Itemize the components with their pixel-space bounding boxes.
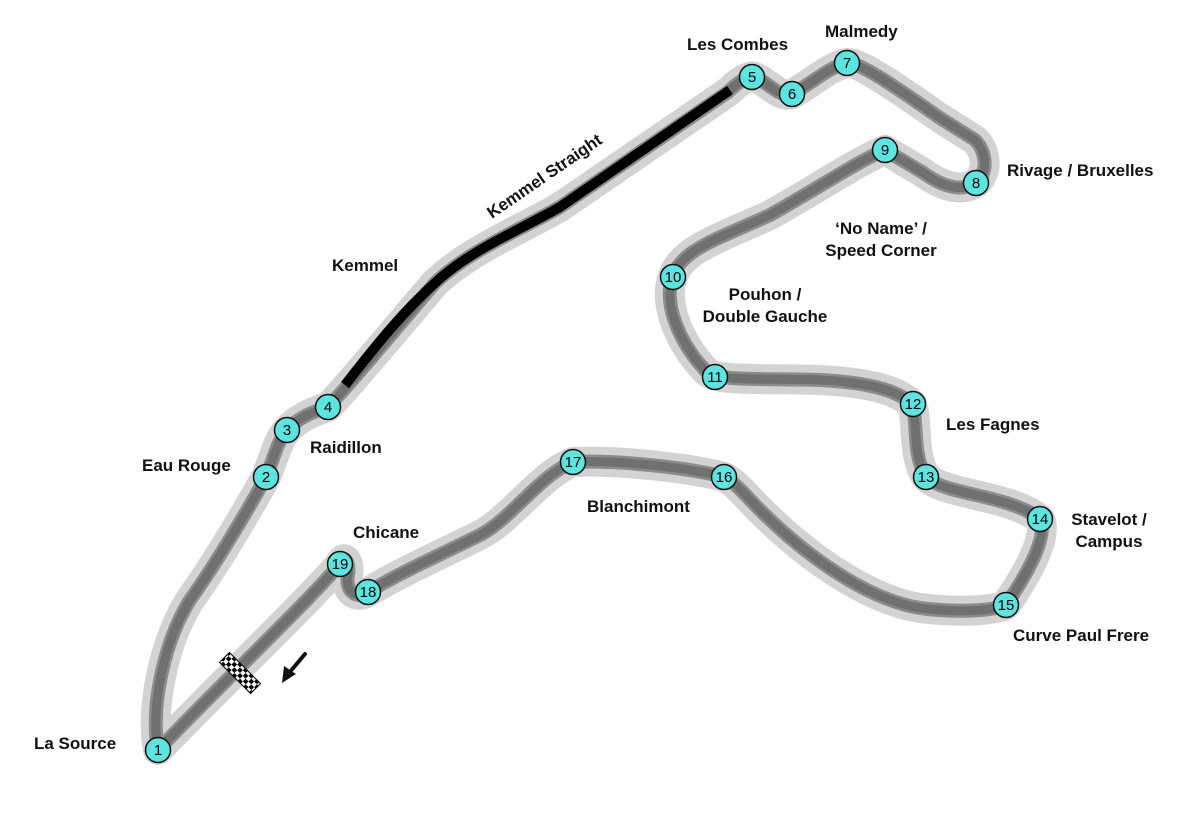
turn-marker-circle [701, 363, 729, 391]
corner-label-line: Raidillon [310, 438, 382, 457]
turn-marker-1: 1 [144, 736, 172, 764]
corner-label-malmedy: Malmedy [825, 22, 898, 41]
corner-label-pouhon: Pouhon / Double Gauche [703, 285, 828, 326]
turn-number: 9 [881, 142, 889, 159]
turn-number: 7 [843, 55, 851, 72]
direction-arrow-icon [282, 652, 307, 683]
turn-number: 13 [918, 469, 935, 486]
turn-marker-circle [899, 390, 927, 418]
turn-number: 12 [905, 396, 922, 413]
turn-marker-circle [314, 393, 342, 421]
turn-marker-circle [659, 263, 687, 291]
corner-label-blanchimont: Blanchimont [587, 497, 690, 516]
track [140, 48, 1057, 765]
turn-number: 17 [565, 454, 582, 471]
turn-marker-9: 9 [871, 136, 899, 164]
turn-number: 1 [154, 742, 162, 759]
turn-number: 18 [360, 584, 377, 601]
turn-marker-13: 13 [912, 463, 940, 491]
turn-marker-circle [962, 169, 990, 197]
turn-marker-circle [710, 463, 738, 491]
turn-marker-14: 14 [1026, 505, 1054, 533]
turn-marker-circle [559, 448, 587, 476]
turn-number: 6 [788, 86, 796, 103]
corner-label-no-name: ‘No Name’ / Speed Corner [825, 219, 937, 260]
turn-number: 10 [665, 269, 682, 286]
corner-label-line: Stavelot / [1071, 510, 1147, 529]
corner-label-raidillon: Raidillon [310, 438, 382, 457]
turn-marker-2: 2 [252, 463, 280, 491]
turn-number: 16 [716, 469, 733, 486]
turn-marker-circle [1026, 505, 1054, 533]
turn-marker-circle [778, 80, 806, 108]
corner-label-line: Speed Corner [825, 241, 937, 260]
corner-names: La Source Eau Rouge Raidillon Kemmel Les Com… [34, 22, 1153, 753]
turn-marker-circle [871, 136, 899, 164]
turn-number: 19 [332, 556, 349, 573]
corner-label-eau-rouge: Eau Rouge [142, 456, 231, 475]
turn-marker-17: 17 [559, 448, 587, 476]
turn-marker-12: 12 [899, 390, 927, 418]
corner-label-line: Malmedy [825, 22, 898, 41]
corner-label-line: Chicane [353, 523, 419, 542]
turn-marker-circle [738, 63, 766, 91]
turn-marker-circle [354, 578, 382, 606]
turn-marker-circle [273, 416, 301, 444]
turn-marker-5: 5 [738, 63, 766, 91]
corner-label-line: ‘No Name’ / [835, 219, 927, 238]
corner-label-line: Les Combes [687, 35, 788, 54]
corner-label-paul-frere: Curve Paul Frere [1013, 626, 1149, 645]
turn-number: 3 [283, 422, 291, 439]
turn-marker-19: 19 [326, 550, 354, 578]
turn-marker-11: 11 [701, 363, 729, 391]
turn-marker-15: 15 [992, 591, 1020, 619]
corner-label-line: Les Fagnes [946, 415, 1040, 434]
corner-label-line: Curve Paul Frere [1013, 626, 1149, 645]
corner-label-la-source: La Source [34, 734, 116, 753]
corner-label-kemmel: Kemmel [332, 256, 398, 275]
drs-zone [341, 85, 733, 389]
turn-marker-3: 3 [273, 416, 301, 444]
turn-marker-circle [833, 49, 861, 77]
turn-marker-7: 7 [833, 49, 861, 77]
corner-label-line: Kemmel [332, 256, 398, 275]
turn-number: 2 [262, 469, 270, 486]
corner-label-rivage: Rivage / Bruxelles [1007, 161, 1153, 180]
turn-number: 15 [998, 597, 1015, 614]
turn-number: 8 [972, 175, 980, 192]
turn-marker-18: 18 [354, 578, 382, 606]
turn-marker-circle [144, 736, 172, 764]
turn-number: 5 [748, 69, 756, 86]
corner-label-line: Blanchimont [587, 497, 690, 516]
corner-label-chicane: Chicane [353, 523, 419, 542]
turn-number: 4 [324, 399, 332, 416]
corner-label-line: Double Gauche [703, 307, 828, 326]
corner-label-les-combes: Les Combes [687, 35, 788, 54]
turn-number: 14 [1032, 511, 1049, 528]
corner-label-line: Rivage / Bruxelles [1007, 161, 1153, 180]
corner-label-line: Eau Rouge [142, 456, 231, 475]
turn-marker-circle [252, 463, 280, 491]
turn-marker-4: 4 [314, 393, 342, 421]
turn-marker-16: 16 [710, 463, 738, 491]
corner-label-les-fagnes: Les Fagnes [946, 415, 1040, 434]
corner-label-line: La Source [34, 734, 116, 753]
corner-label-line: Campus [1075, 532, 1142, 551]
turn-marker-8: 8 [962, 169, 990, 197]
corner-label-line: Pouhon / [729, 285, 802, 304]
turn-marker-circle [326, 550, 354, 578]
turn-marker-circle [912, 463, 940, 491]
turn-number: 11 [707, 369, 723, 386]
corner-label-stavelot: Stavelot / Campus [1071, 510, 1147, 551]
turn-marker-6: 6 [778, 80, 806, 108]
turn-marker-10: 10 [659, 263, 687, 291]
finish-line [218, 651, 262, 695]
turn-marker-circle [992, 591, 1020, 619]
